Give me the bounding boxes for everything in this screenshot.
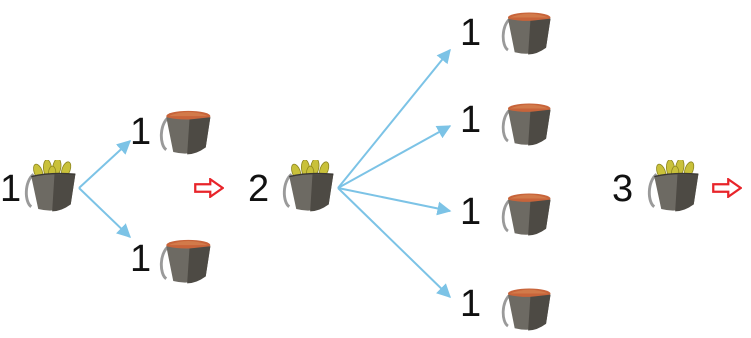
half-basket-icon bbox=[501, 102, 552, 147]
full-basket-icon bbox=[24, 160, 77, 213]
root-count-label: 3 bbox=[612, 168, 634, 210]
half-basket-icon bbox=[159, 238, 212, 285]
branch-count-label: 1 bbox=[460, 191, 482, 233]
connector-arrow bbox=[78, 187, 132, 238]
half-basket-icon bbox=[501, 11, 552, 56]
half-basket-icon bbox=[159, 109, 212, 156]
branch-count-label: 1 bbox=[460, 283, 482, 325]
full-basket-icon bbox=[282, 160, 335, 213]
connector-arrow bbox=[337, 187, 452, 216]
half-basket-icon bbox=[501, 287, 552, 332]
branch-count-label: 1 bbox=[460, 12, 482, 54]
implies-arrow-icon bbox=[712, 178, 742, 198]
half-basket-icon bbox=[501, 192, 552, 237]
connector-arrow bbox=[337, 187, 452, 298]
connector-arrow bbox=[78, 140, 132, 189]
connector-arrow bbox=[337, 48, 451, 189]
branch-count-label: 1 bbox=[460, 99, 482, 141]
root-count-label: 1 bbox=[0, 168, 22, 210]
implies-arrow-icon bbox=[194, 178, 224, 198]
root-count-label: 2 bbox=[248, 168, 270, 210]
connector-arrow bbox=[337, 125, 452, 189]
branch-count-label: 1 bbox=[130, 111, 152, 153]
full-basket-icon bbox=[647, 160, 700, 213]
branch-count-label: 1 bbox=[130, 238, 152, 280]
